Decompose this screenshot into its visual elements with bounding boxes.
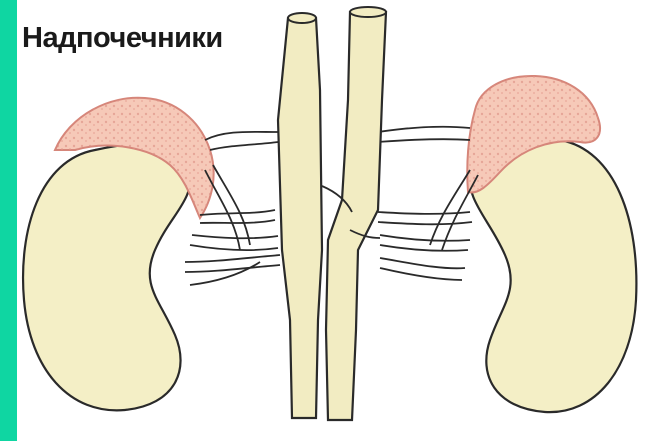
diagram-title: Надпочечники [22,22,223,55]
vena-cava-opening [288,13,316,23]
vena-cava-tube [278,18,322,418]
left-kidney-shape [23,144,191,410]
right-renal-vessels [378,127,478,280]
aorta-tube [326,12,386,420]
aorta-opening [350,7,386,17]
